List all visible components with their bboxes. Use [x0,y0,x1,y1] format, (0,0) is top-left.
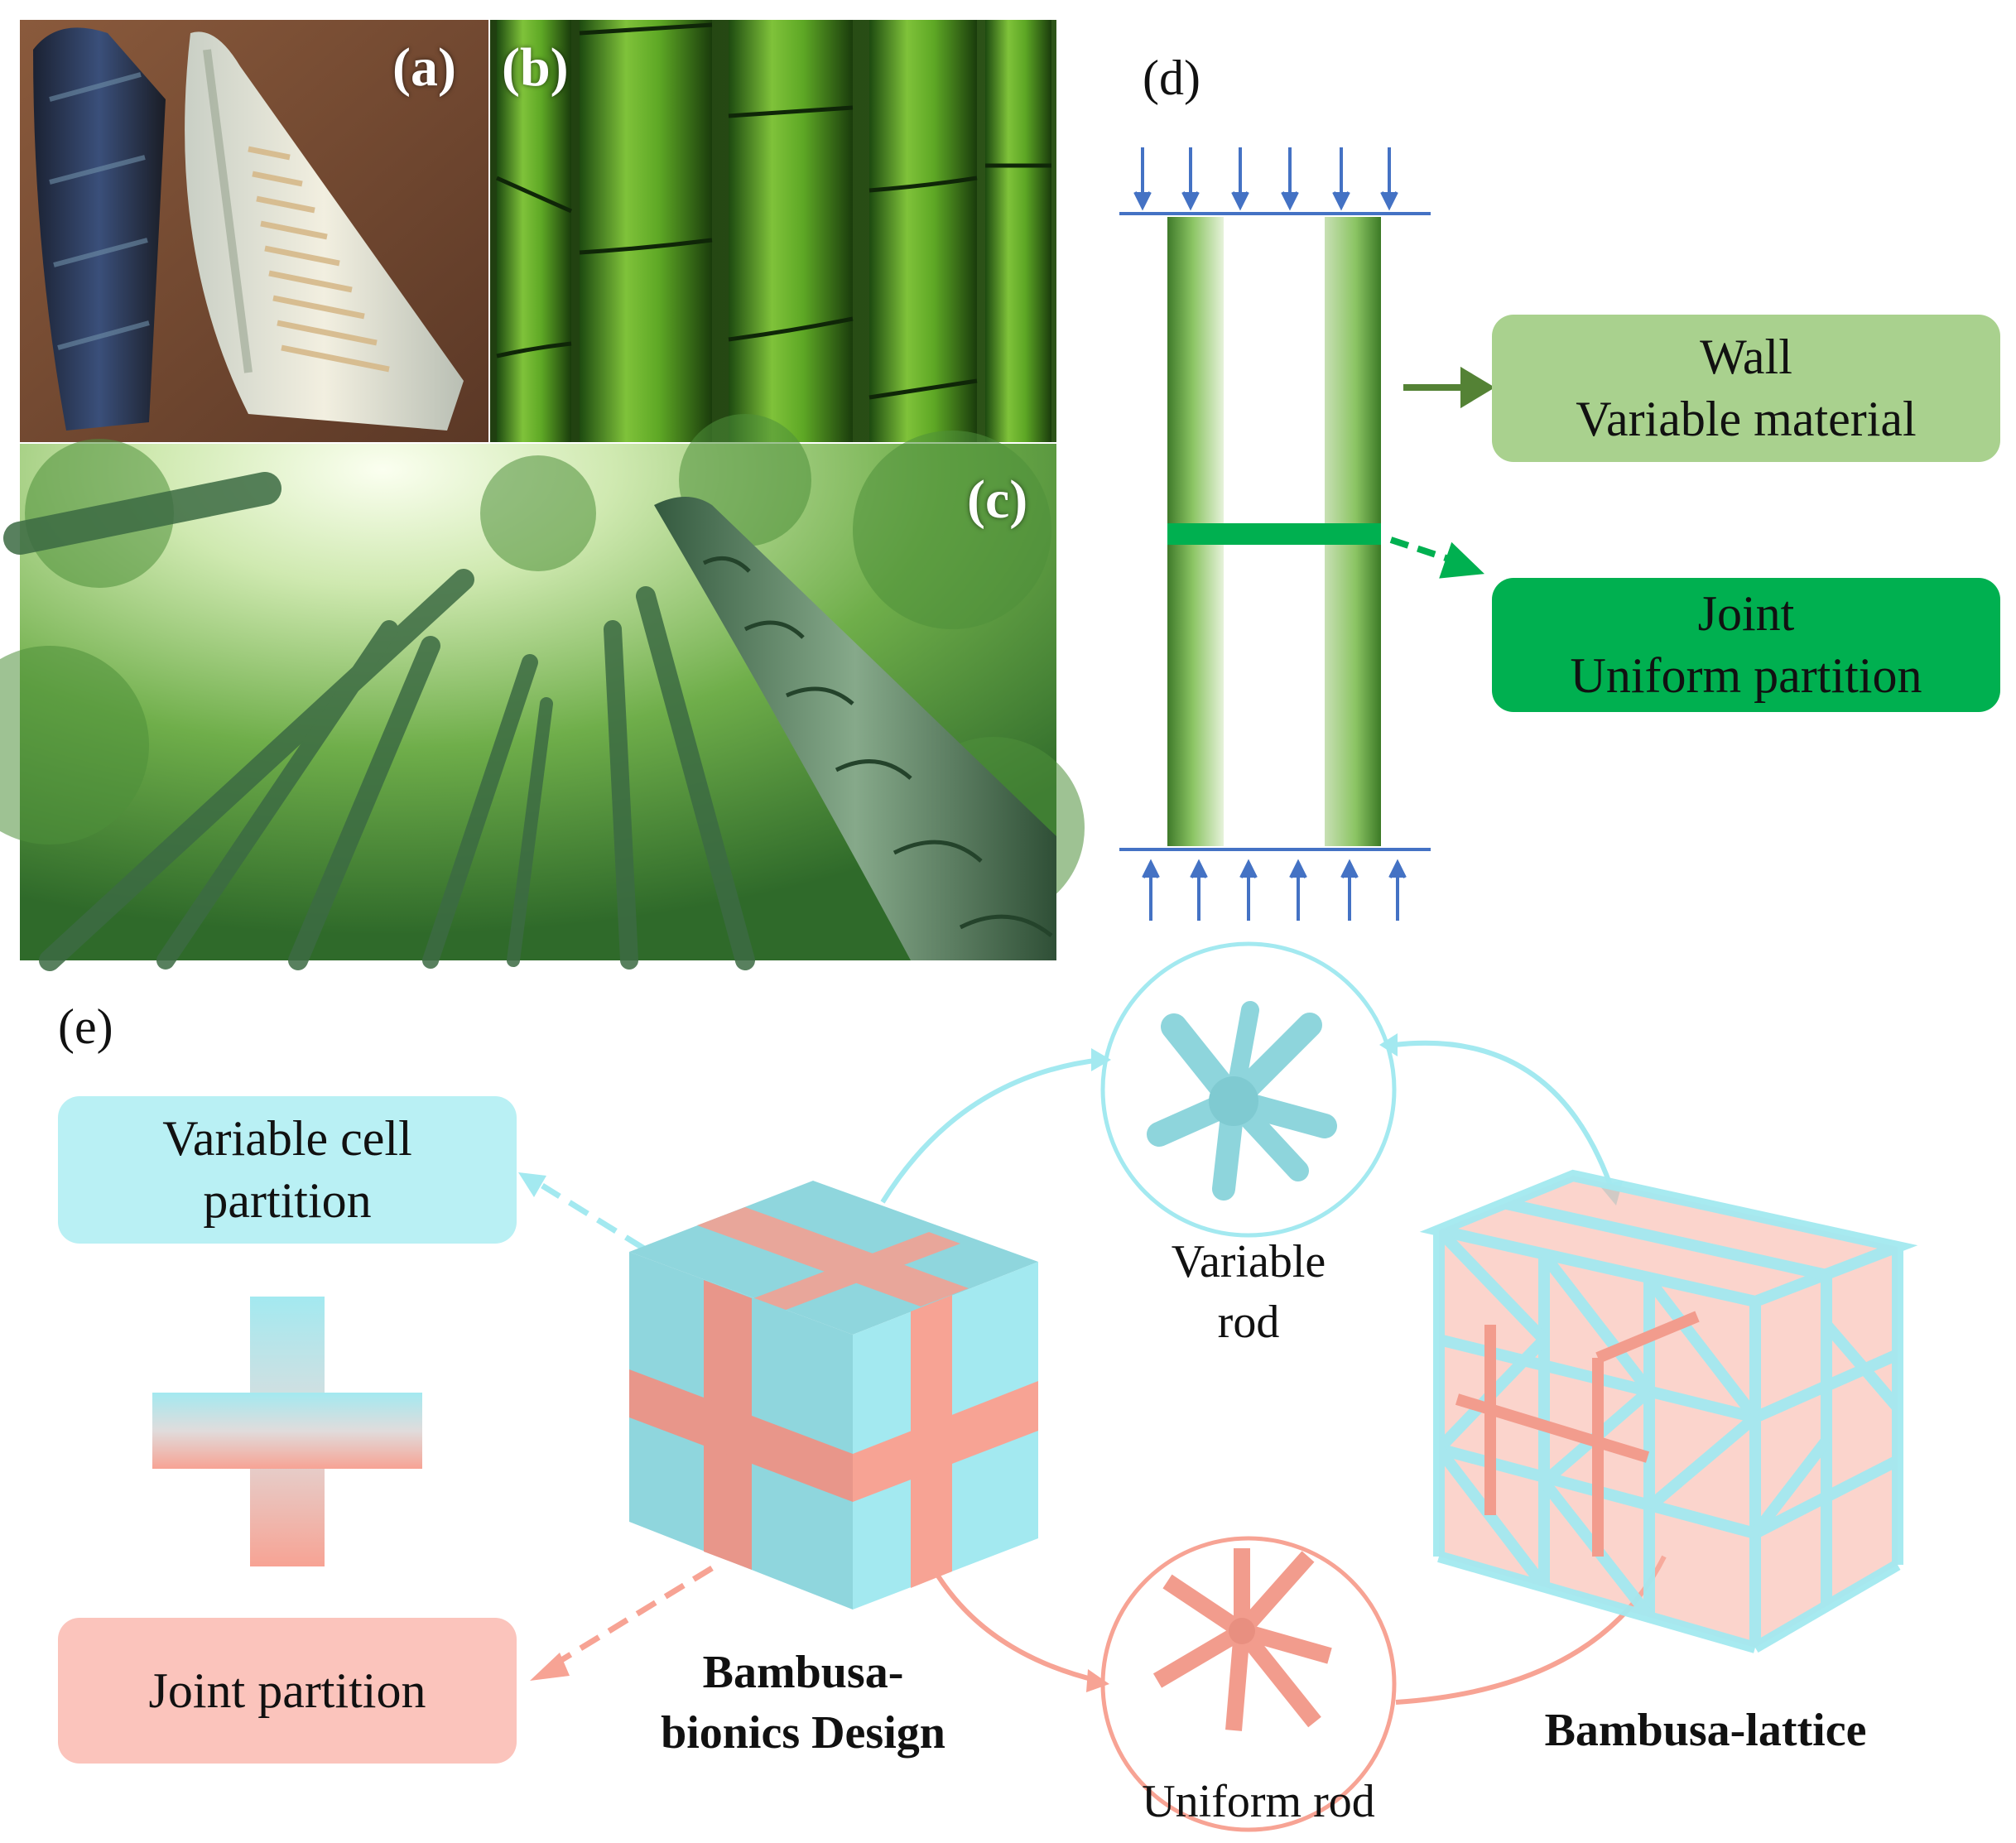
bamboo-stems-photo [490,20,1056,442]
joint-arrow [1389,537,1484,579]
bamboo-column-diagram [1119,147,1495,921]
joint-partition-box: Joint partition [58,1618,517,1764]
panel-b-label: (b) [502,37,569,98]
bambusa-design-caption: Bambusa- bionics Design [613,1643,994,1764]
top-load-arrows [1133,147,1398,211]
joint-band [1167,523,1381,545]
bambusa-design-line1: Bambusa- [702,1647,904,1698]
bamboo-forest-photo [0,414,1085,971]
bambusa-lattice-block [1419,1169,1918,1653]
variable-cell-partition-box: Variable cell partition [58,1096,517,1244]
variable-rod-node [1147,1001,1337,1201]
cube-to-cell-arrow [518,1172,646,1251]
variable-rod-line1: Variable [1171,1236,1326,1287]
wall-box-line2: Variable material [1576,392,1917,446]
variable-rod-caption: Variable rod [1118,1232,1379,1353]
panel-e-label: (e) [58,999,113,1054]
wall-box-line1: Wall [1700,330,1792,384]
joint-box-line1: Joint [1697,586,1795,641]
cube-to-joint-arrow [530,1566,714,1681]
variable-cell-line2: partition [203,1173,372,1228]
cube-to-variable-rod-curve [880,1048,1111,1204]
panel-a-label: (a) [392,37,456,98]
plus-sign [152,1297,422,1566]
joint-partition-label: Joint partition [148,1663,426,1718]
bamboo-shoot-photo [20,20,488,442]
bambusa-lattice-caption: Bambusa-lattice [1544,1705,1867,1756]
wall-arrow [1403,366,1495,409]
uniform-rod-node [1152,1548,1332,1731]
variable-rod-circle [1100,941,1397,1238]
panel-c-label: (c) [967,469,1028,530]
variable-cell-line1: Variable cell [162,1111,412,1166]
panel-d-label: (d) [1143,51,1200,105]
wall-variable-material-box: Wall Variable material [1492,315,2000,462]
uniform-rod-caption: Uniform rod [1142,1776,1375,1827]
joint-uniform-partition-box: Joint Uniform partition [1492,578,2000,712]
bottom-load-arrows [1142,859,1407,921]
joint-box-line2: Uniform partition [1570,648,1922,703]
bambusa-design-line2: bionics Design [661,1706,945,1759]
variable-rod-line2: rod [1217,1296,1280,1348]
bambusa-cube [629,1181,1038,1610]
uniform-rod-circle [1100,1536,1397,1832]
